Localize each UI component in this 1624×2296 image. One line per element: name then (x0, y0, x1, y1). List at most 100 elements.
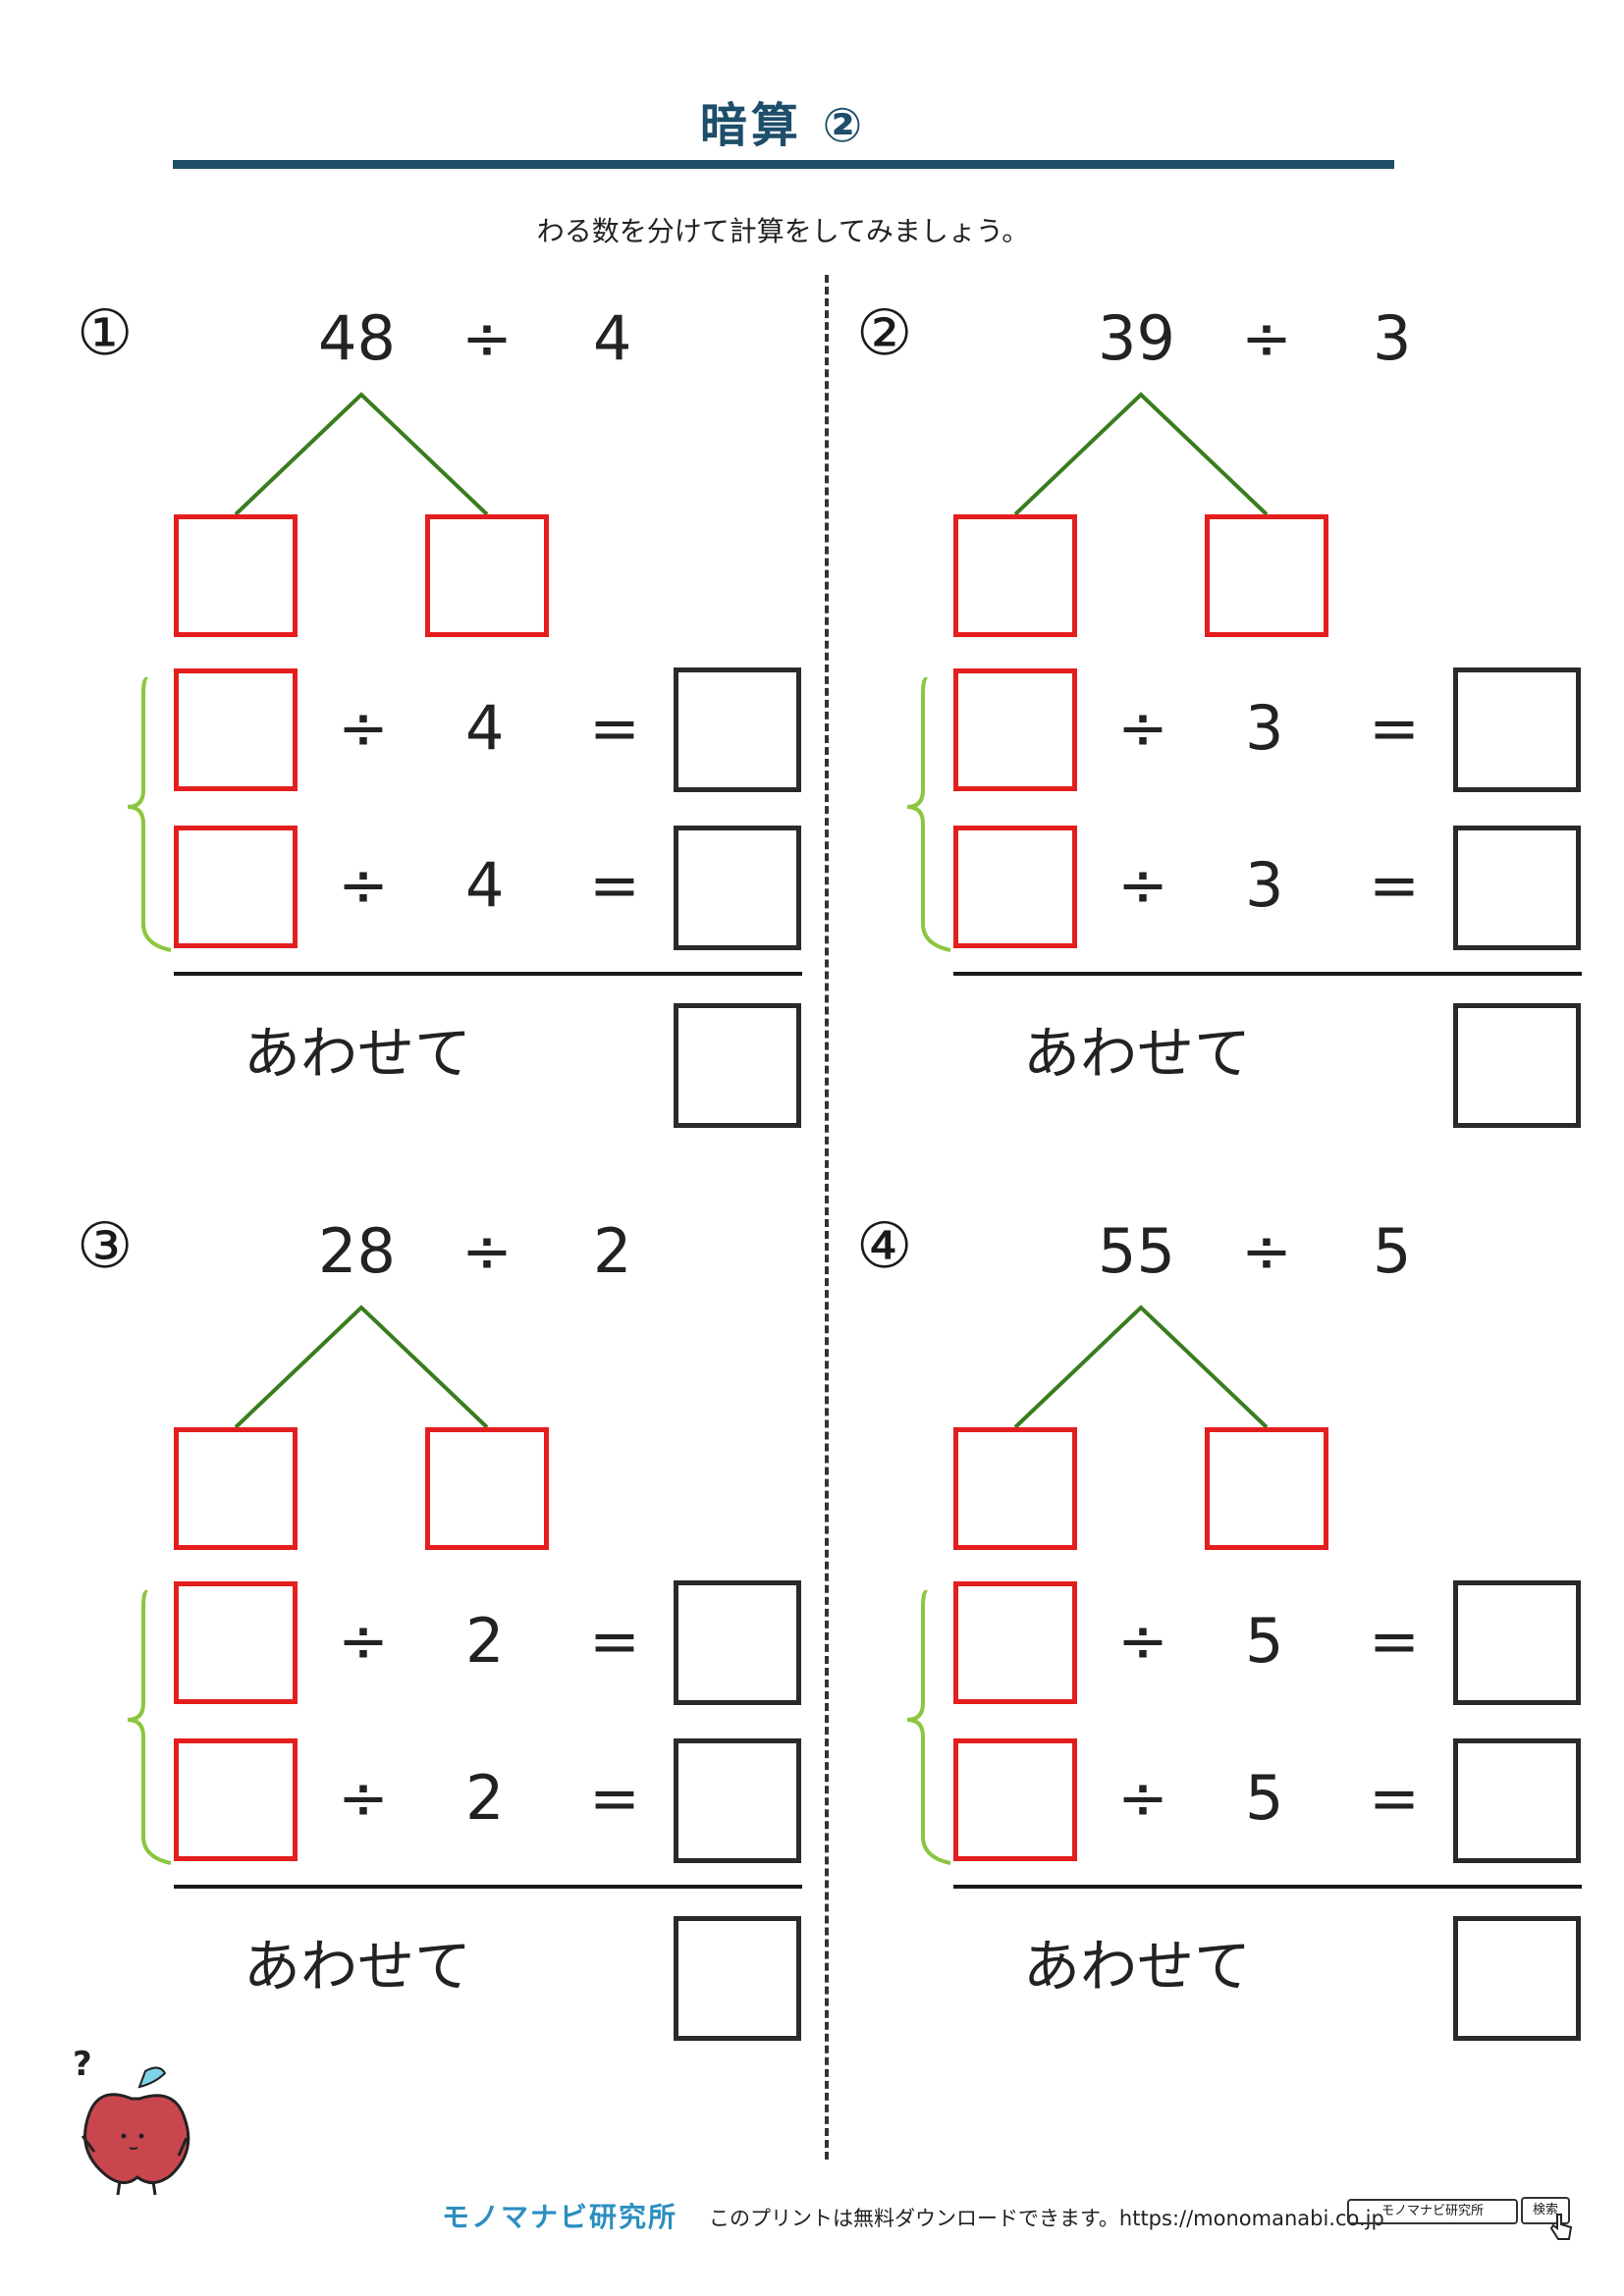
divisor: 3 (1373, 302, 1412, 374)
split-diagram (127, 1305, 489, 1865)
divisor: 5 (1245, 1605, 1284, 1677)
equals-sign: = (1369, 1762, 1420, 1834)
footer-note[interactable]: このプリントは無料ダウンロードできます。https://monomanabi.c… (709, 2207, 1384, 2230)
svg-text:?: ? (73, 2045, 92, 2084)
pointer-hand-icon (1549, 2214, 1573, 2240)
bracket-brace (906, 1589, 951, 1865)
divide-sign: ÷ (338, 849, 389, 921)
page-title: 暗算 ② (699, 98, 867, 153)
problem-4: ④ 55 ÷ 5 ÷ 5 = ÷ 5 = あわせて (856, 1203, 1602, 2087)
result-box-2[interactable] (674, 826, 801, 950)
search-button: 検索 (1521, 2197, 1570, 2224)
combined-label: あわせて (1023, 1933, 1252, 2000)
total-box[interactable] (1453, 1003, 1581, 1128)
divide-sign: ÷ (1241, 302, 1292, 374)
sum-line (953, 972, 1582, 976)
combined-label: あわせて (244, 1020, 472, 1087)
divisor: 4 (465, 692, 505, 764)
result-box-2[interactable] (1453, 1738, 1581, 1863)
divide-sign: ÷ (338, 1762, 389, 1834)
problem-number: ③ (77, 1210, 134, 1283)
divisor: 2 (593, 1215, 632, 1287)
part-box-1[interactable] (953, 1581, 1077, 1704)
combined-label: あわせて (1023, 1020, 1252, 1087)
divisor: 4 (465, 849, 505, 921)
problem-number: ① (77, 297, 134, 370)
split-diagram (127, 392, 489, 952)
bracket-brace (127, 676, 172, 952)
equals-sign: = (1369, 692, 1420, 764)
divide-sign: ÷ (1241, 1215, 1292, 1287)
equals-sign: = (1369, 849, 1420, 921)
split-box-left[interactable] (953, 1427, 1077, 1550)
bracket-brace (127, 1589, 172, 1865)
problem-number: ② (856, 297, 913, 370)
problem-1: ① 48 ÷ 4 ÷ 4 = ÷ 4 = あわせて (77, 291, 823, 1174)
sum-line (174, 1885, 802, 1889)
split-tree-line (234, 1305, 489, 1429)
split-box-right[interactable] (425, 514, 549, 637)
divisor: 3 (1245, 692, 1284, 764)
problem-number: ④ (856, 1210, 913, 1283)
divisor: 3 (1245, 849, 1284, 921)
part-box-2[interactable] (174, 1738, 298, 1861)
combined-label: あわせて (244, 1933, 472, 2000)
part-box-1[interactable] (174, 1581, 298, 1704)
equals-sign: = (1369, 1605, 1420, 1677)
divisor: 2 (465, 1762, 505, 1834)
split-box-right[interactable] (1205, 514, 1328, 637)
divide-sign: ÷ (338, 1605, 389, 1677)
brand-logo: モノマナビ研究所 (442, 2196, 677, 2235)
brand-name: モノマナビ研究所 (442, 2201, 678, 2233)
divide-sign: ÷ (1117, 849, 1168, 921)
part-box-1[interactable] (174, 668, 298, 791)
part-box-2[interactable] (174, 826, 298, 948)
sum-line (953, 1885, 1582, 1889)
split-diagram (906, 392, 1269, 952)
result-box-1[interactable] (674, 1580, 801, 1705)
divide-sign: ÷ (461, 302, 513, 374)
divide-sign: ÷ (461, 1215, 513, 1287)
result-box-1[interactable] (1453, 667, 1581, 792)
problem-2: ② 39 ÷ 3 ÷ 3 = ÷ 3 = あわせて (856, 291, 1602, 1174)
divisor: 5 (1373, 1215, 1412, 1287)
apple-mascot-icon: ? (73, 2045, 190, 2196)
total-box[interactable] (674, 1003, 801, 1128)
sum-line (174, 972, 802, 976)
result-box-1[interactable] (1453, 1580, 1581, 1705)
part-box-2[interactable] (953, 1738, 1077, 1861)
part-box-2[interactable] (953, 826, 1077, 948)
split-box-left[interactable] (174, 514, 298, 637)
dividend: 39 (1098, 302, 1175, 374)
divide-sign: ÷ (1117, 1605, 1168, 1677)
divide-sign: ÷ (1117, 692, 1168, 764)
total-box[interactable] (1453, 1916, 1581, 2041)
result-box-1[interactable] (674, 667, 801, 792)
divide-sign: ÷ (338, 692, 389, 764)
equals-sign: = (589, 692, 640, 764)
part-box-1[interactable] (953, 668, 1077, 791)
instruction-text: わる数を分けて計算をしてみましょう。 (536, 215, 1030, 247)
split-box-right[interactable] (425, 1427, 549, 1550)
split-diagram (906, 1305, 1269, 1865)
split-box-left[interactable] (174, 1427, 298, 1550)
divisor: 5 (1245, 1762, 1284, 1834)
split-tree-line (234, 392, 489, 516)
dividend: 48 (318, 302, 396, 374)
total-box[interactable] (674, 1916, 801, 2041)
dividend: 28 (318, 1215, 396, 1287)
divisor: 4 (593, 302, 632, 374)
equals-sign: = (589, 1762, 640, 1834)
divisor: 2 (465, 1605, 505, 1677)
title-underline (173, 160, 1394, 169)
split-box-right[interactable] (1205, 1427, 1328, 1550)
equals-sign: = (589, 849, 640, 921)
split-tree-line (1013, 392, 1269, 516)
result-box-2[interactable] (1453, 826, 1581, 950)
search-field: モノマナビ研究所 (1347, 2199, 1518, 2224)
problem-3: ③ 28 ÷ 2 ÷ 2 = ÷ 2 = あわせて (77, 1203, 823, 2087)
split-box-left[interactable] (953, 514, 1077, 637)
equals-sign: = (589, 1605, 640, 1677)
result-box-2[interactable] (674, 1738, 801, 1863)
dividend: 55 (1098, 1215, 1175, 1287)
